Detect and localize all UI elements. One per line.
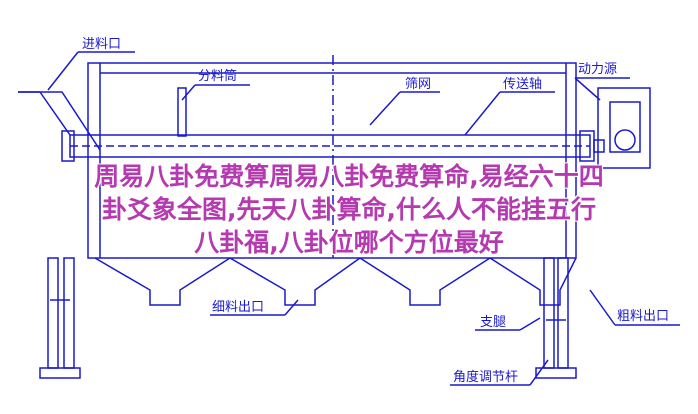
label-fine-outlet: 细料出口	[212, 300, 264, 315]
label-power-source: 动力源	[578, 62, 617, 77]
power-source	[597, 87, 651, 169]
overlay-line-3: 八卦福,八卦位哪个方位最好	[194, 228, 504, 257]
right-support-leg	[543, 257, 555, 369]
distributor-pipe	[177, 87, 187, 137]
label-angle-lever: 角度调节杆	[453, 369, 518, 385]
label-coarse-outlet: 粗料出口	[617, 309, 669, 324]
label-distributor: 分料筒	[198, 68, 237, 84]
label-conveyor-shaft: 传送轴	[503, 77, 542, 92]
callout-labels: 进料口 分料筒 筛网 传送轴 动力源 细料出口 支腿 粗料出口 角度调节杆	[82, 37, 669, 385]
left-support-leg	[47, 257, 59, 369]
label-support-leg: 支腿	[480, 315, 506, 330]
overlay-line-1: 周易八卦免费算周易八卦免费算命,易经六十四	[94, 162, 604, 191]
watermark-overlay-text: 周易八卦免费算周易八卦免费算命,易经六十四 卦爻象全图,先天八卦算命,什么人不能…	[0, 160, 698, 259]
overlay-line-2: 卦爻象全图,先天八卦算命,什么人不能挂五行	[102, 195, 596, 224]
fine-outlet-chute	[94, 257, 231, 306]
label-feed-inlet: 进料口	[82, 37, 121, 52]
label-screen: 筛网	[405, 77, 431, 92]
machine-frame	[87, 62, 577, 259]
